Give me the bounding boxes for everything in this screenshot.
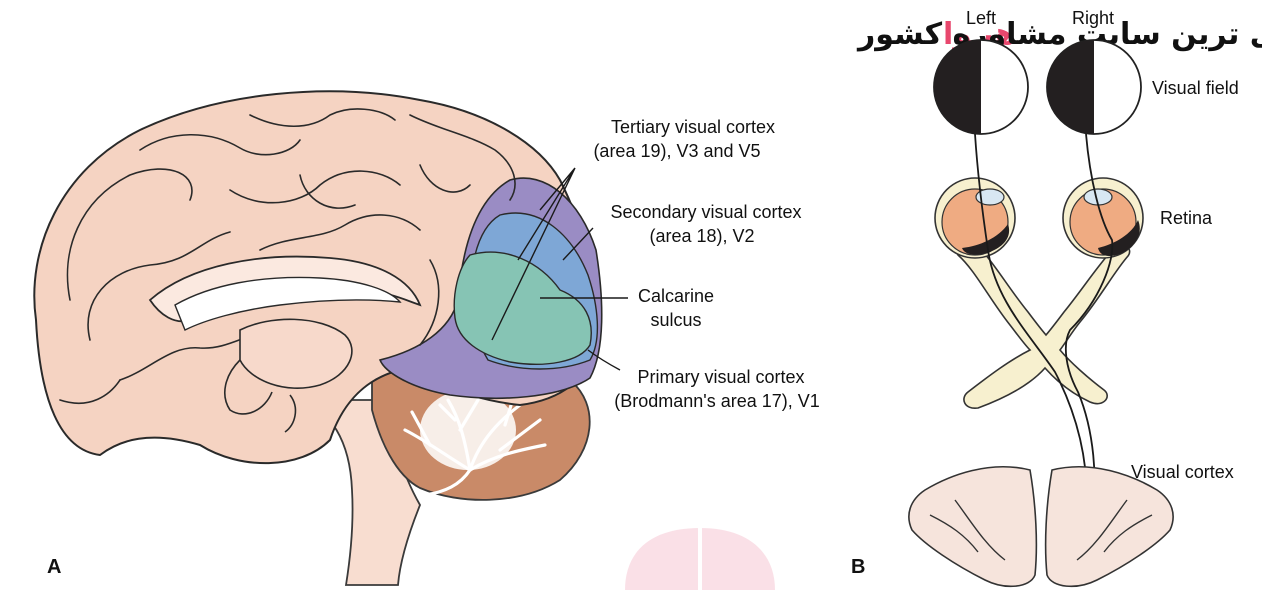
label-tertiary-line1: Tertiary visual cortex — [611, 117, 775, 137]
left-eye — [935, 178, 1015, 258]
panel-b-label: B — [851, 556, 865, 578]
label-left: Left — [966, 8, 996, 28]
panel-b-visual-pathway: Left Right Visual field Retina — [851, 8, 1239, 586]
site-header: هیـوا تخصصی ترین سایت مشاوره کشور — [856, 17, 1262, 52]
label-visual-field: Visual field — [1152, 78, 1239, 98]
label-secondary-line1: Secondary visual cortex — [610, 202, 801, 222]
label-primary-line1: Primary visual cortex — [637, 367, 804, 387]
label-primary-line2: (Brodmann's area 17), V1 — [614, 391, 820, 411]
visual-cortex-right-hemisphere — [1046, 467, 1173, 587]
left-visual-field — [934, 40, 1028, 134]
label-tertiary-line2: (area 19), V3 and V5 — [593, 141, 760, 161]
visual-cortex-left-hemisphere — [909, 467, 1036, 587]
label-secondary-line2: (area 18), V2 — [649, 226, 754, 246]
optic-chiasm-pathway — [957, 244, 1130, 408]
header-tagline: تخصصی ترین سایت مشاوره کشور — [856, 17, 1262, 52]
label-calcarine-line2: sulcus — [650, 310, 701, 330]
right-visual-field — [1047, 40, 1141, 134]
thalamus — [240, 319, 352, 388]
panel-a-brain: Tertiary visual cortex (area 19), V3 and… — [34, 91, 819, 585]
label-calcarine-line1: Calcarine — [638, 286, 714, 306]
label-right: Right — [1072, 8, 1114, 28]
panel-a-label: A — [47, 556, 61, 578]
label-retina: Retina — [1160, 208, 1213, 228]
label-visual-cortex: Visual cortex — [1131, 462, 1234, 482]
